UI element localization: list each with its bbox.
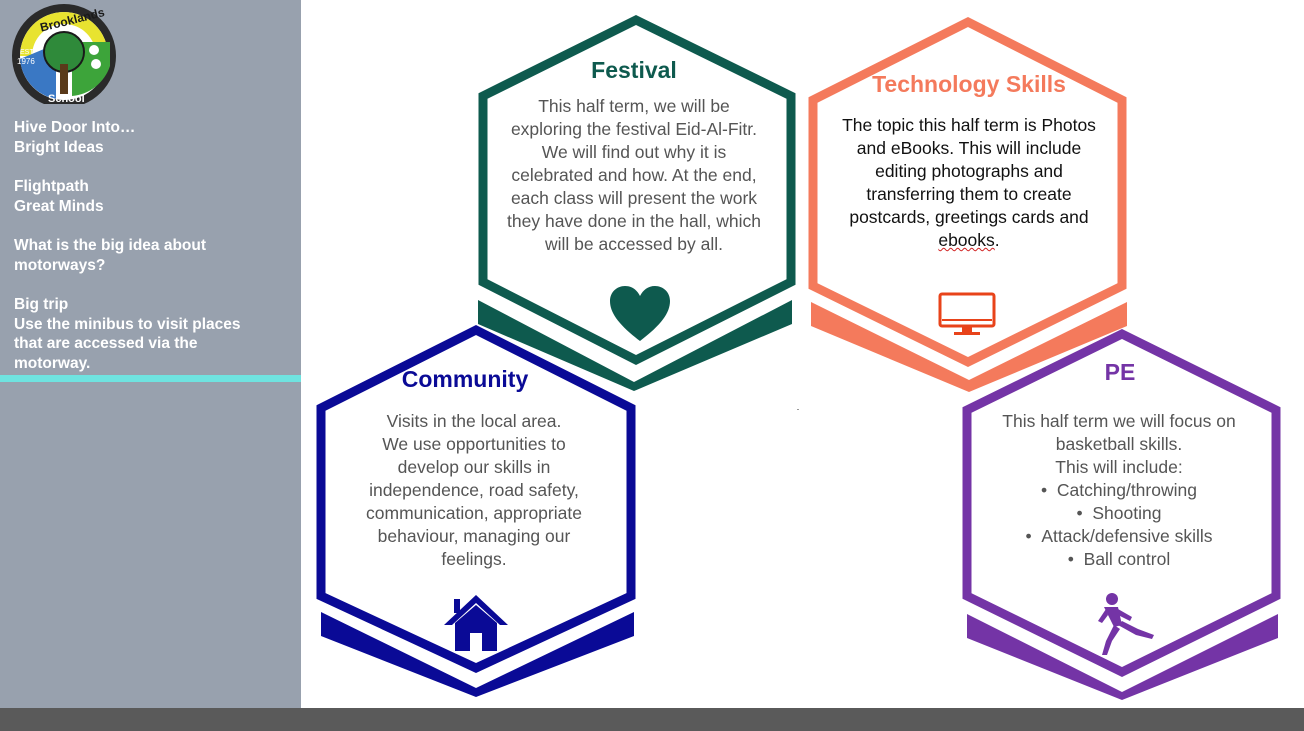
festival-line: will be accessed by all. bbox=[545, 234, 723, 254]
sidebar-line: motorway. bbox=[14, 354, 91, 372]
sidebar: Brooklands School EST 1976 Hive Door Int… bbox=[0, 0, 301, 708]
festival-title: Festival bbox=[591, 57, 677, 83]
pe-line: basketball skills. bbox=[1055, 434, 1183, 454]
community-line: Visits in the local area. bbox=[386, 411, 562, 431]
sidebar-line: Bright Ideas bbox=[14, 138, 104, 156]
pe-bullet: Catching/throwing bbox=[976, 479, 1262, 502]
festival-line: exploring the festival Eid-Al-Fitr. bbox=[510, 119, 758, 139]
technology-line: transferring them to create bbox=[866, 184, 1072, 204]
technology-body: The topic this half term is Photos and e… bbox=[820, 114, 1118, 252]
sidebar-line: that are accessed via the bbox=[14, 335, 198, 352]
community-line: feelings. bbox=[441, 549, 507, 569]
community-line: develop our skills in bbox=[397, 457, 551, 477]
community-line: communication, appropriate bbox=[366, 503, 582, 523]
pe-bullet: Shooting bbox=[976, 502, 1262, 525]
sidebar-line: Great Minds bbox=[14, 197, 104, 215]
logo-est-label: EST bbox=[20, 49, 34, 56]
community-hexagon bbox=[316, 324, 636, 697]
community-line: independence, road safety, bbox=[369, 480, 579, 500]
school-logo: Brooklands School EST 1976 bbox=[12, 4, 116, 104]
sidebar-accent-bar bbox=[0, 375, 301, 382]
technology-title: Technology Skills bbox=[872, 71, 1066, 97]
technology-hexagon bbox=[808, 16, 1127, 392]
sidebar-line: What is the big idea about bbox=[14, 237, 207, 254]
technology-line: editing photographs and bbox=[875, 161, 1063, 181]
pe-bullet-list: Catching/throwing Shooting Attack/defens… bbox=[976, 479, 1262, 571]
technology-last-word: ebooks bbox=[938, 230, 995, 250]
heart-icon bbox=[610, 286, 670, 341]
community-line: behaviour, managing our bbox=[377, 526, 571, 546]
pe-bullet: Attack/defensive skills bbox=[976, 525, 1262, 548]
technology-line: The topic this half term is Photos bbox=[842, 115, 1096, 135]
sidebar-line: Big trip bbox=[14, 296, 69, 313]
community-title: Community bbox=[401, 366, 529, 392]
runner-icon bbox=[1098, 593, 1154, 655]
sidebar-line: Flightpath bbox=[14, 178, 89, 195]
sidebar-line: motorways? bbox=[14, 256, 106, 274]
festival-hexagon bbox=[478, 14, 796, 391]
house-icon bbox=[444, 595, 508, 651]
festival-line: they have done in the hall, which bbox=[507, 211, 761, 231]
pe-body: This half term we will focus on basketba… bbox=[976, 410, 1262, 571]
technology-last-punct: . bbox=[994, 230, 1000, 250]
pe-hexagon bbox=[962, 328, 1281, 700]
hexagon-graphics bbox=[316, 14, 1281, 700]
festival-line: This half term, we will be bbox=[538, 96, 730, 116]
technology-last-line: ebooks. bbox=[820, 229, 1118, 252]
technology-line: and eBooks. This will include bbox=[856, 138, 1082, 158]
footer-bar bbox=[0, 708, 1304, 731]
logo-est-year: 1976 bbox=[17, 57, 35, 66]
technology-line: postcards, greetings cards and bbox=[849, 207, 1089, 227]
sidebar-line: Hive Door Into… bbox=[14, 119, 136, 136]
festival-line: celebrated and how. At the end, bbox=[511, 165, 757, 185]
festival-body: This half term, we will be exploring the… bbox=[486, 95, 782, 256]
community-body: Visits in the local area. We use opportu… bbox=[330, 410, 618, 571]
pe-line: This half term we will focus on bbox=[1002, 411, 1236, 431]
sidebar-line: Use the minibus to visit places bbox=[14, 315, 241, 333]
pe-bullet: Ball control bbox=[976, 548, 1262, 571]
monitor-icon bbox=[938, 292, 996, 335]
community-line: We use opportunities to bbox=[382, 434, 566, 454]
pe-title: PE bbox=[1104, 359, 1136, 385]
logo-bottom-text: School bbox=[48, 93, 85, 104]
festival-line: each class will present the work bbox=[510, 188, 758, 208]
pe-line: This will include: bbox=[1055, 457, 1183, 477]
sidebar-text: Hive Door Into… Bright Ideas Flightpath … bbox=[14, 118, 294, 373]
festival-line: We will find out why it is bbox=[541, 142, 727, 162]
